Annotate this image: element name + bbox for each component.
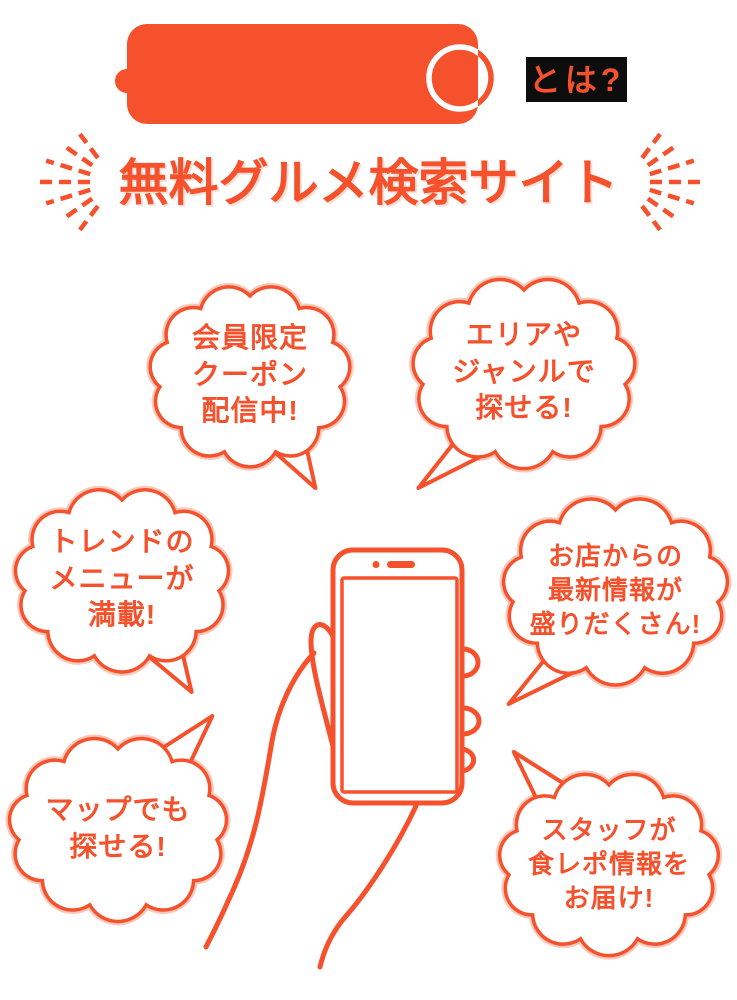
bubble-text: マップでも 探せる! [45,794,191,862]
cloud-bubble-shape [5,714,231,926]
wrist-right-edge [317,803,419,970]
bubble-text: トレンドの メニューが 満載! [49,525,195,631]
bubble-text: お店からの 最新情報が 盛りだくさん! [529,540,702,640]
finger-bump-3 [460,746,477,774]
cloud-bubble-shape [495,750,723,960]
logo-ring-outer [478,49,494,107]
feature-bubble-map-search: マップでも 探せる! [0,714,236,928]
logo-badge [127,24,478,124]
page-title: 無料グルメ検索サイト [118,155,619,211]
finger-bump-1 [460,646,481,679]
feature-bubble-area-genre: エリアや ジャンルで 探せる! [404,270,644,490]
hand-holding-phone-illustration [203,547,482,970]
hand-outer-edge [203,650,317,950]
phone-screen [340,576,459,794]
cloud-bubble-shape [499,495,732,706]
phone-camera-dot [372,561,380,568]
brand-logo-icon [115,24,494,124]
cloud-bubble-shape [11,485,233,694]
bubble-text: エリアや ジャンルで 探せる! [452,318,596,424]
logo-ring-inner [426,44,478,112]
cloud-bubble-shape [146,282,354,490]
burst-left-icon [39,132,100,232]
feature-bubble-shop-news: お店からの 最新情報が 盛りだくさん! [494,490,737,706]
feature-bubble-coupon: 会員限定 クーポン 配信中! [141,276,359,490]
towa-badge: とは? [526,57,627,102]
phone-speaker-bar [387,561,415,568]
feature-bubble-trend-menu: トレンドの メニューが 満載! [6,480,238,694]
bubble-text: 会員限定 クーポン 配信中! [191,321,308,427]
finger-bump-2 [460,705,482,737]
bubble-text: スタッフが 食レポ情報を お届け! [527,814,690,914]
burst-right-icon [640,132,701,232]
cloud-bubble-shape [409,275,639,490]
feature-bubble-staff-report: スタッフが 食レポ情報を お届け! [490,750,728,962]
towa-label: とは? [528,61,625,98]
